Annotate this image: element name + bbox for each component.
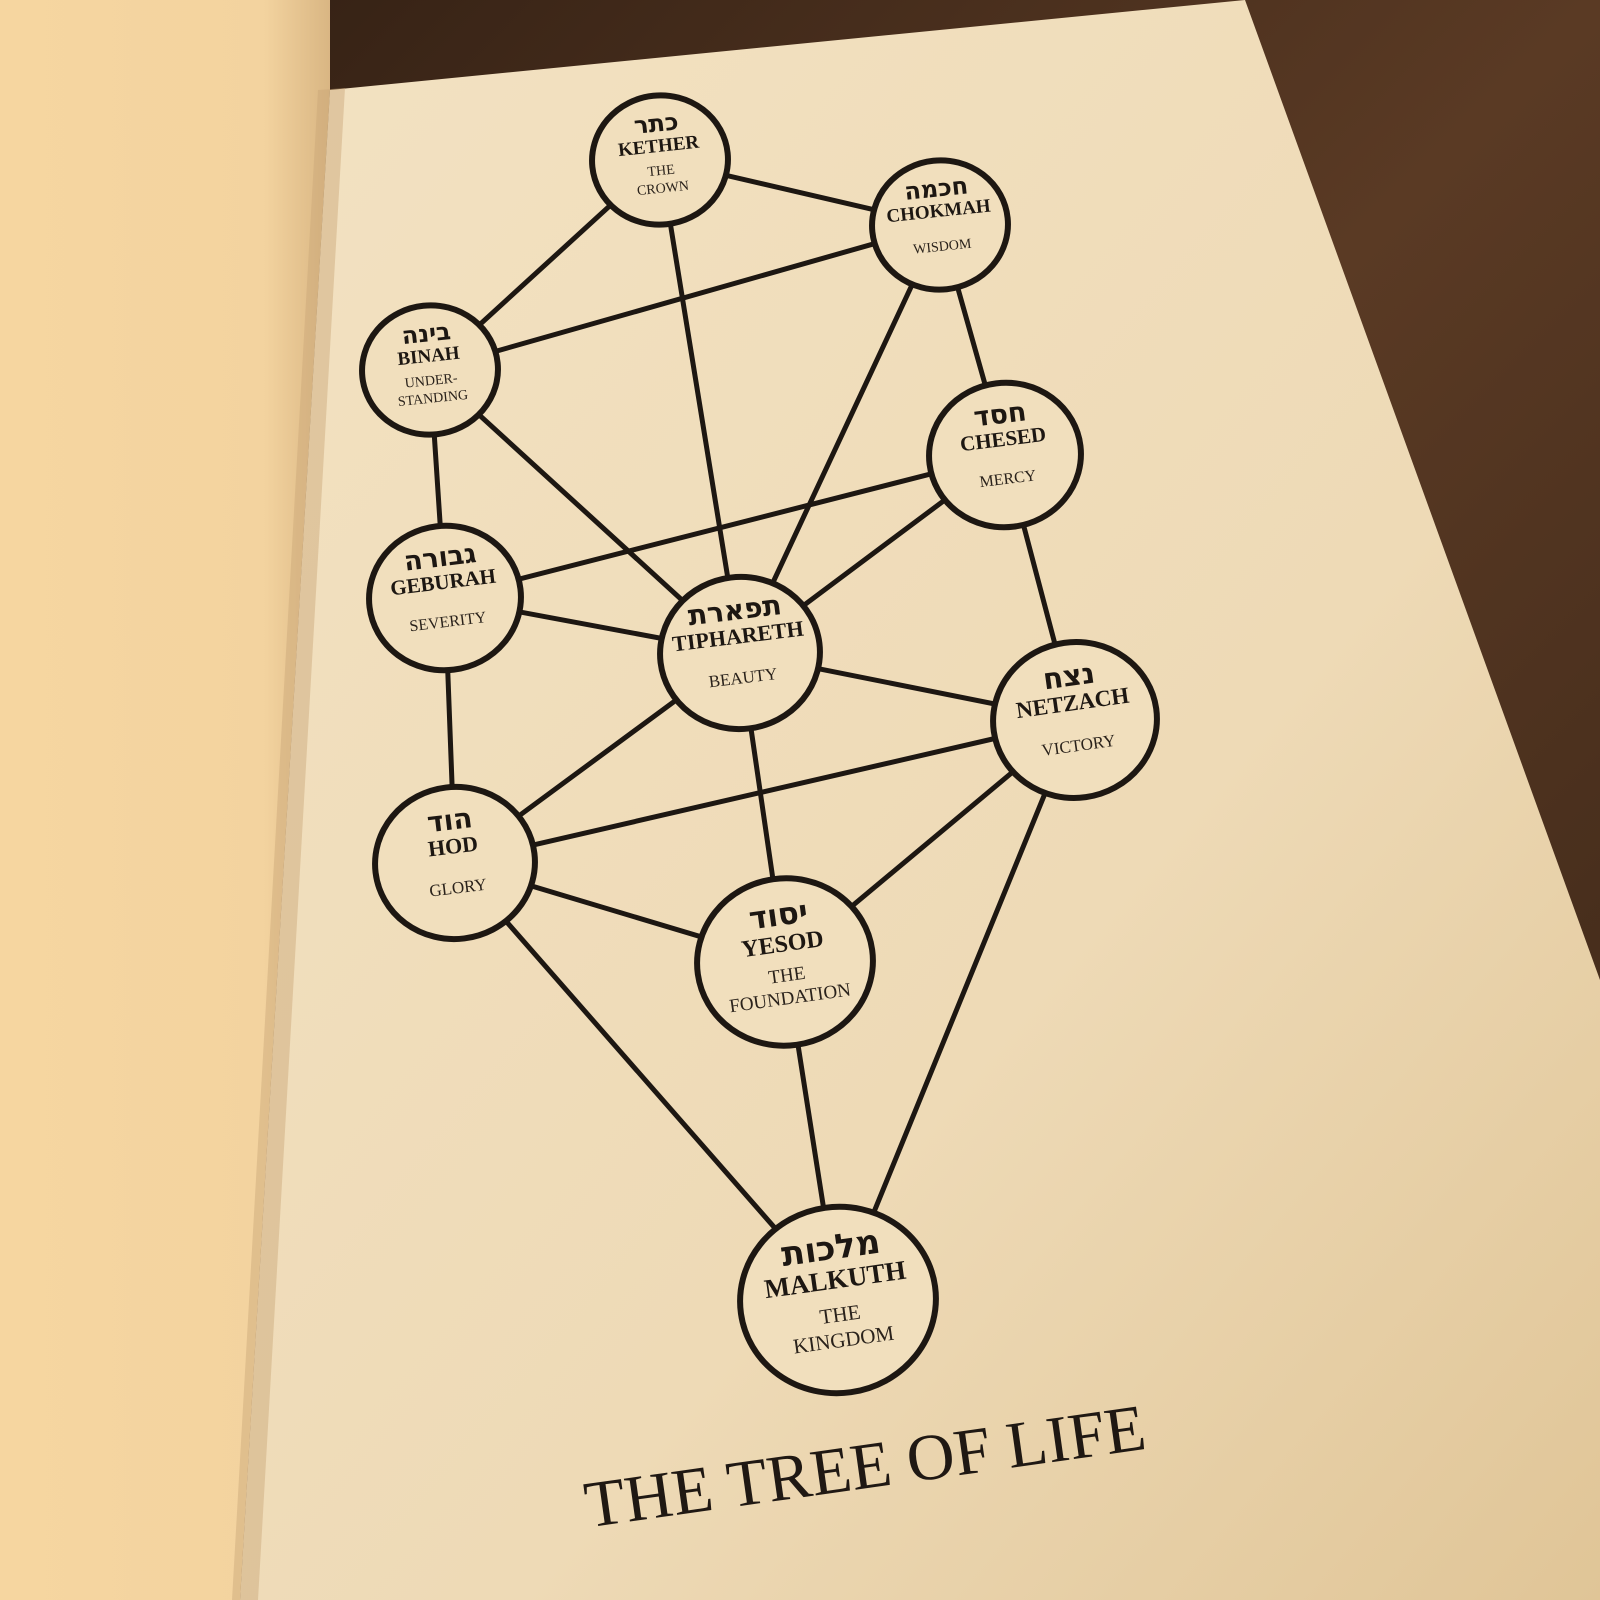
path-chokmah-binah [427, 222, 943, 373]
path-netzach-hod [452, 717, 1078, 866]
path-kether-tiphareth [657, 157, 743, 656]
right-page [240, 0, 1600, 1600]
sephirah-circle [589, 92, 731, 228]
sephirah-hebrew: יסוד [747, 894, 811, 938]
path-netzach-malkuth [835, 717, 1078, 1303]
sephirah-hebrew: חסד [972, 396, 1028, 433]
gutter-shadow [232, 88, 345, 1600]
path-chesed-geburah [442, 452, 1008, 601]
sephirah-circle [366, 522, 524, 674]
sephirah-meaning: THE [818, 1300, 862, 1329]
sephirah-circle [359, 302, 501, 438]
sephirah-circle [372, 783, 538, 943]
sephirah-meaning: STANDING [397, 388, 469, 410]
sephirah-circle [694, 875, 876, 1049]
sephirah-meaning: CROWN [636, 179, 689, 199]
sephirah-hebrew: נצח [1041, 656, 1097, 697]
sephirah-meaning: THE [647, 163, 676, 181]
sephirah-hebrew: כתר [633, 107, 680, 139]
sephirah-circle [737, 1203, 939, 1397]
sephirah-circle [869, 157, 1011, 293]
sephirah-circle [657, 573, 823, 733]
sephirah-hebrew: הוד [425, 801, 474, 839]
sephirah-meaning: WISDOM [913, 237, 973, 258]
sephirah-circle [926, 379, 1084, 531]
sephirah-meaning: MERCY [979, 467, 1038, 491]
sephirah-meaning: THE [767, 963, 807, 989]
sephirah-meaning: UNDER- [404, 371, 458, 391]
sephirah-hebrew: בינה [400, 317, 452, 350]
sephirah-name: HOD [427, 831, 480, 862]
left-page [0, 0, 330, 1600]
sephirah-circle [990, 639, 1160, 801]
sephirah-hebrew: חכמה [903, 171, 970, 206]
